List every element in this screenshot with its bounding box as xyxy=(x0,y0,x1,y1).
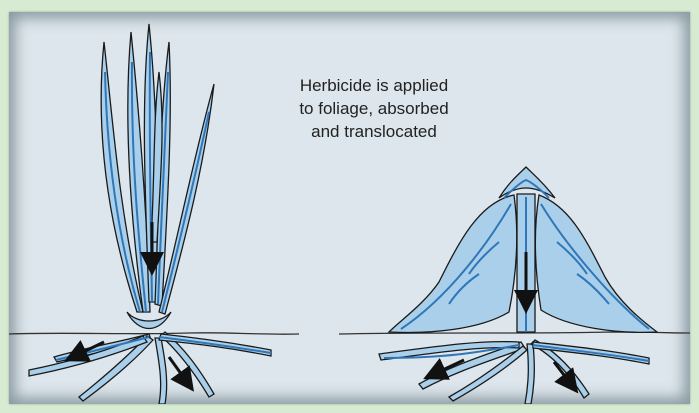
broadleaf-leaf xyxy=(535,195,657,332)
broadleaf-root xyxy=(525,344,534,404)
caption-line-3: and translocated xyxy=(239,120,509,143)
diagram-panel: Herbicide is applied to foliage, absorbe… xyxy=(9,12,690,404)
caption-line-1: Herbicide is applied xyxy=(239,74,509,97)
caption-line-2: to foliage, absorbed xyxy=(239,97,509,120)
diagram-illustration xyxy=(9,12,690,404)
broadleaf-leaf xyxy=(389,195,517,332)
soil-line-left xyxy=(9,333,299,334)
grass-root xyxy=(155,338,167,404)
diagram-caption: Herbicide is applied to foliage, absorbe… xyxy=(239,74,509,143)
broadleaf-plant xyxy=(379,167,657,404)
